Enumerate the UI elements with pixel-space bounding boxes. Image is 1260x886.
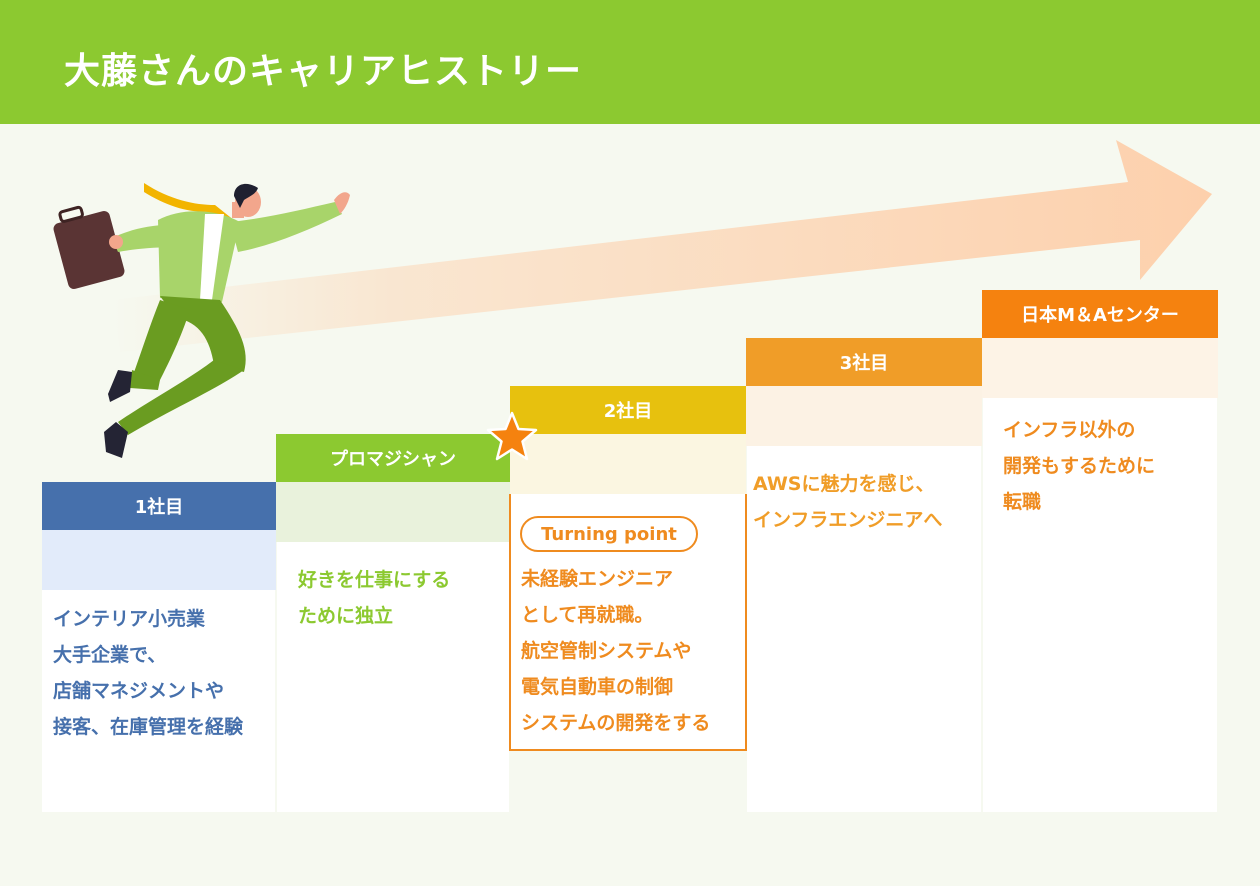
- step-panel-3-lower: [511, 751, 745, 812]
- step-text-1: インテリア小売業 大手企業で、 店舗マネジメントや 接客、在庫管理を経験: [53, 608, 244, 738]
- star-icon: [486, 411, 538, 461]
- step-label-2: プロマジシャン: [276, 434, 510, 482]
- step-panel-4: [747, 446, 981, 812]
- step-band-3: [510, 434, 746, 494]
- step-panel-1: [42, 590, 275, 812]
- step-band-4: [746, 386, 982, 446]
- step-band-5: [982, 338, 1218, 398]
- step-label-3: 2社目: [510, 386, 746, 434]
- growth-arrow: [112, 140, 1212, 352]
- step-label-1: 1社目: [42, 482, 276, 530]
- page-header: 大藤さんのキャリアヒストリー: [0, 0, 1260, 124]
- step-panel-5: [983, 398, 1217, 812]
- step-band-1: [42, 530, 276, 590]
- step-label-4: 3社目: [746, 338, 982, 386]
- step-text-4: AWSに魅力を感じ、 インフラエンジニアへ: [753, 473, 943, 531]
- businessman-running-illustration: [53, 183, 350, 458]
- step-text-5: インフラ以外の 開発もするために 転職: [1003, 419, 1156, 513]
- step-panel-2: [277, 542, 509, 812]
- step-label-5: 日本M＆Aセンター: [982, 290, 1218, 338]
- page-title: 大藤さんのキャリアヒストリー: [64, 51, 583, 92]
- step-text-3: 未経験エンジニア として再就職。 航空管制システムや 電気自動車の制御 システム…: [521, 568, 711, 734]
- turning-point-badge: Turning point: [520, 516, 698, 552]
- step-band-2: [276, 482, 510, 542]
- step-text-2: 好きを仕事にする ために独立: [298, 569, 451, 627]
